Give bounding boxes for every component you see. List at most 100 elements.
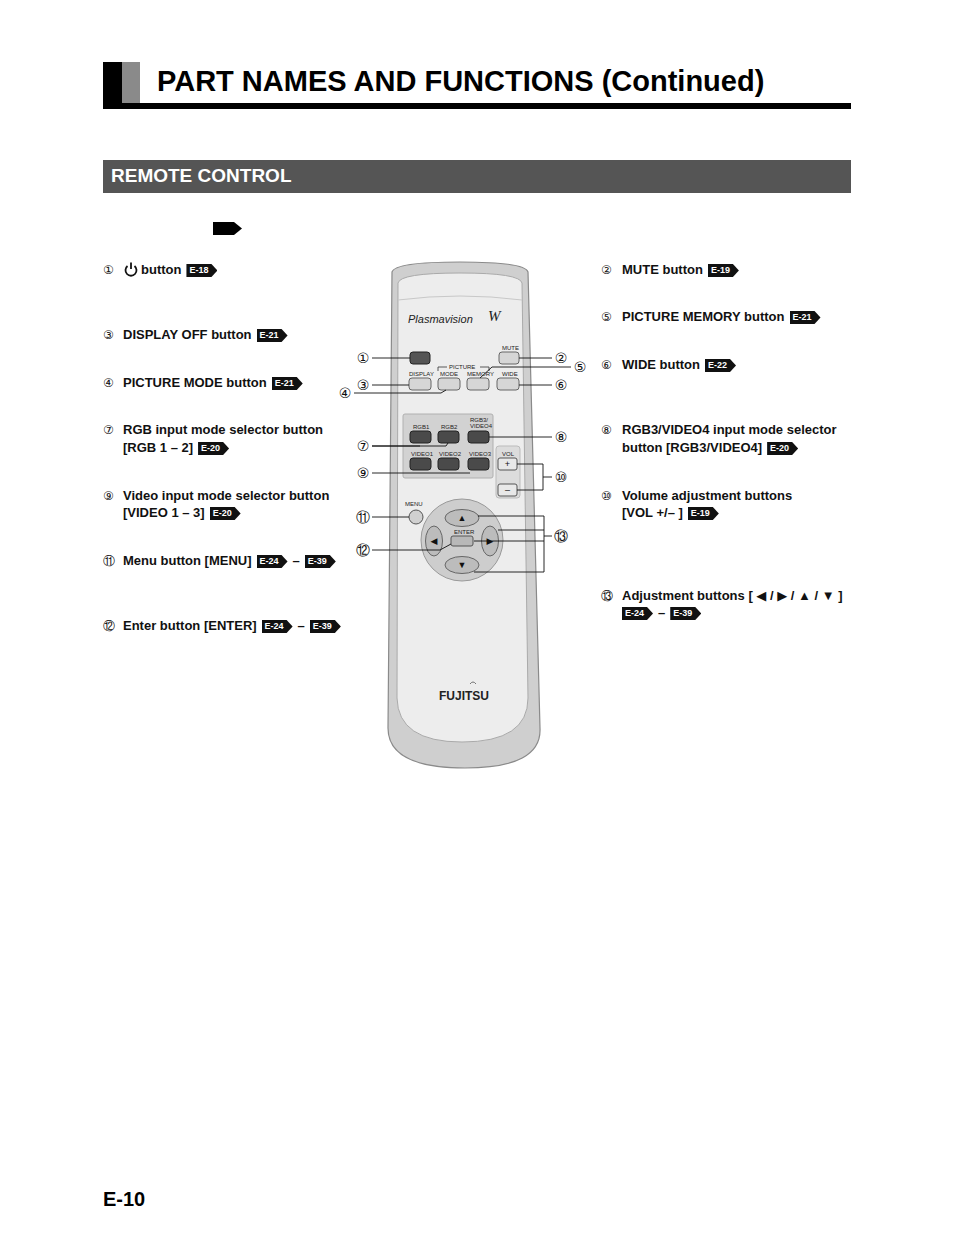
page-number: E-10 [103,1188,145,1211]
remote-control-part [421,499,503,581]
button-label: MODE [440,371,458,377]
item-text: button [141,263,181,278]
remote-control-part [410,352,430,364]
leader-lines-part [372,544,451,550]
section-band: REMOTE CONTROL [103,160,851,193]
remote-control-part [470,682,476,684]
page-ref: E-21 [260,330,279,340]
brand-logo: FUJITSU [439,690,489,703]
page-ref-tag: E-21 [790,311,821,324]
page-ref-tag: E-22 [705,359,736,372]
page-ref: E-18 [189,265,208,275]
page-ref-tag: E-39 [305,555,336,568]
callout-number: ⑪ [356,510,370,524]
page-ref: E-39 [313,621,332,631]
callout-number: ⑫ [356,543,370,557]
item-text: Menu button [MENU] [123,554,252,569]
remote-control-part [445,510,479,527]
page-ref: E-20 [770,443,789,453]
item-text: PICTURE MODE button [123,376,267,391]
leader-lines-part [372,385,409,386]
item-number: ⑨ [103,490,114,504]
leader-lines-part [517,464,552,490]
leader-lines-part [489,437,552,438]
button-label: PICTURE [449,364,475,370]
title-bar-part [103,103,851,109]
item-text: Adjustment buttons [ ◀ / ▶ / ▲ / ▼ ] [622,589,843,604]
button-label: MENU [405,501,423,507]
item-number: ① [103,264,114,278]
remote-control-part [410,458,431,470]
leader-lines-part [372,473,470,474]
page-ref: E-22 [708,360,727,370]
callout-number: ⑬ [554,529,568,543]
item-text: button [RGB3/VIDEO4] [622,441,762,456]
button-label: MEMORY [467,371,494,377]
section-heading: REMOTE CONTROL [111,165,292,187]
page-ref: E-21 [793,312,812,322]
page-ref-tag: E-19 [708,264,739,277]
remote-control-part [451,536,473,546]
page-ref-tag: E-20 [198,442,229,455]
button-label: RGB3/ VIDEO4 [470,417,492,430]
title-bar-part [103,62,140,107]
button-label: RGB1 [413,424,429,430]
callout-number: ① [357,351,370,365]
page-ref: E-20 [201,443,220,453]
button-label: MUTE [502,345,519,351]
page-ref-tag: E-24 [622,607,653,620]
leader-lines-part [519,385,552,386]
leader-lines-part [372,358,410,359]
remote-control-part [498,484,517,496]
brand-logo: W [488,309,501,325]
leader-lines [354,358,571,572]
dash: – [298,619,305,634]
item-number: ③ [103,329,114,343]
button-label: VIDEO1 [411,451,433,457]
item-text: Video input mode selector button [123,489,329,504]
item-number: ⑩ [601,490,612,504]
page-ref-tag: E-21 [257,329,288,342]
remote-control-part [468,458,489,470]
arrow-key: ▲ [458,514,467,523]
item-text: PICTURE MEMORY button [622,310,785,325]
page-ref-tag: E-19 [688,507,719,520]
page-ref: E-20 [213,508,232,518]
remote-control-part [497,378,519,390]
title-bar [103,62,851,109]
callout-number: ④ [339,386,352,400]
arrow-key: ▼ [458,561,467,570]
page-ref-tag: E-39 [670,607,701,620]
callout-number: ⑨ [357,466,370,480]
callout-number: ⑤ [574,360,587,374]
power-symbol-part [130,263,132,270]
arrow-key: ◀ [431,537,438,546]
arrow-key: ▶ [487,537,494,546]
page-ref: E-24 [260,556,279,566]
page-ref: E-19 [691,508,710,518]
button-label: RGB2 [441,424,457,430]
power-symbol [126,263,137,276]
leader-lines-part [372,443,448,446]
brand-logo: Plasmavision [408,314,473,326]
item-number: ⑫ [103,620,115,634]
remote-control-part [438,431,459,443]
remote-control [388,262,540,768]
page-ref-tag: E-20 [210,507,241,520]
item-text: [RGB 1 – 2] [123,441,193,456]
remote-control-part [445,557,479,574]
button-label: VOL [502,451,514,457]
item-text: WIDE button [622,358,700,373]
remote-control-part [467,378,489,390]
button-label: VIDEO2 [439,451,461,457]
remote-control-part [397,273,528,742]
callout-number: ⑩ [555,470,568,484]
button-label: ENTER [454,529,474,535]
leader-lines-part [474,516,552,572]
page-ref-tag: E-20 [767,442,798,455]
callout-number: ⑧ [555,430,568,444]
remote-control-part [438,378,460,390]
remote-control-part [426,526,443,556]
callout-number: ② [555,351,568,365]
remote-control-part [409,510,423,524]
